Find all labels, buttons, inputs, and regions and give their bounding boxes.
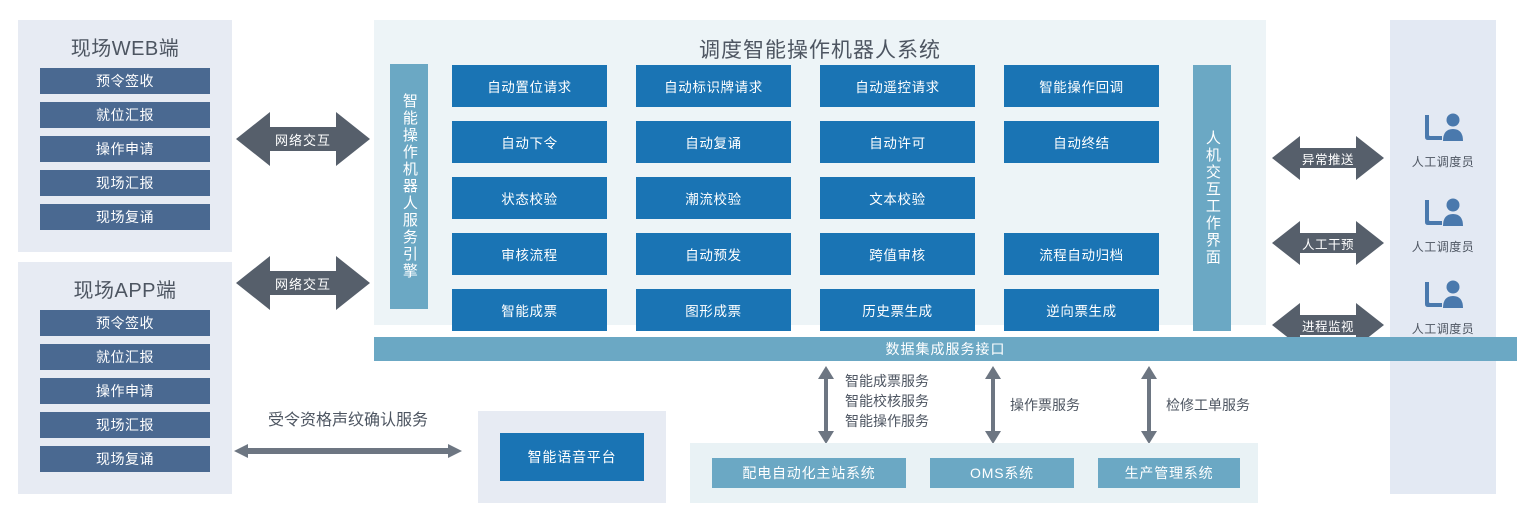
app-client-panel: 现场APP端 预令签收 就位汇报 操作申请 现场汇报 现场复诵 (18, 262, 232, 494)
network-arrow-web: 网络交互 (236, 108, 370, 170)
dispatcher-label-1: 人工调度员 (1411, 240, 1475, 254)
app-client-button-3[interactable]: 现场汇报 (40, 412, 210, 438)
app-client-title: 现场APP端 (73, 280, 177, 302)
voice-platform-panel: 智能语音平台 (478, 411, 666, 503)
web-client-button-0[interactable]: 预令签收 (40, 68, 210, 94)
feature-card-0-3[interactable]: 智能操作回调 (1004, 65, 1159, 107)
service-label-0: 智能成票服务 智能校核服务 智能操作服务 (845, 373, 929, 429)
web-client-button-1[interactable]: 就位汇报 (40, 102, 210, 128)
feature-card-4-3[interactable]: 逆向票生成 (1004, 289, 1159, 331)
web-client-title: 现场WEB端 (70, 38, 180, 60)
feature-card-4-1[interactable]: 图形成票 (636, 289, 791, 331)
feature-card-2-1[interactable]: 潮流校验 (636, 177, 791, 219)
human-machine-interface-bar: 人机交互工作界面 (1193, 65, 1231, 331)
dispatcher-item-2: 人工调度员 (1390, 279, 1496, 337)
data-integration-bar: 数据集成服务接口 (374, 337, 1517, 361)
feature-card-1-2[interactable]: 自动许可 (820, 121, 975, 163)
feature-card-1-1[interactable]: 自动复诵 (636, 121, 791, 163)
app-client-button-0[interactable]: 预令签收 (40, 310, 210, 336)
feature-card-4-0[interactable]: 智能成票 (452, 289, 607, 331)
app-client-button-1[interactable]: 就位汇报 (40, 344, 210, 370)
web-client-button-4[interactable]: 现场复诵 (40, 204, 210, 230)
feature-card-1-3[interactable]: 自动终结 (1004, 121, 1159, 163)
feature-card-3-1[interactable]: 自动预发 (636, 233, 791, 275)
service-arrow-2 (1138, 366, 1160, 444)
dispatcher-panel: 人工调度员 人工调度员 人工调度员 (1390, 20, 1496, 494)
robot-system-title: 调度智能操作机器人系统 (699, 39, 941, 62)
operator-icon (1419, 112, 1467, 151)
feature-card-0-0[interactable]: 自动置位请求 (452, 65, 607, 107)
dispatcher-item-0: 人工调度员 (1390, 112, 1496, 170)
voice-platform-box[interactable]: 智能语音平台 (500, 433, 644, 481)
dispatcher-label-0: 人工调度员 (1411, 155, 1475, 169)
interaction-arrow-exception: 异常推送 (1272, 133, 1384, 183)
service-arrow-1 (982, 366, 1004, 444)
web-client-button-3[interactable]: 现场汇报 (40, 170, 210, 196)
service-label-1: 操作票服务 (1010, 397, 1080, 413)
service-label-2: 检修工单服务 (1166, 397, 1250, 413)
service-arrow-0 (815, 366, 837, 444)
network-arrow-app: 网络交互 (236, 252, 370, 314)
external-system-1[interactable]: OMS系统 (930, 458, 1074, 488)
operator-icon (1419, 197, 1467, 236)
interaction-arrow-manual: 人工干预 (1272, 218, 1384, 268)
web-client-panel: 现场WEB端 预令签收 就位汇报 操作申请 现场汇报 现场复诵 (18, 20, 232, 252)
robot-system-panel: 调度智能操作机器人系统 智能操作机器人服务引擎 自动置位请求 自动标识牌请求 自… (374, 20, 1266, 331)
voiceprint-arrow (234, 440, 462, 462)
app-client-button-2[interactable]: 操作申请 (40, 378, 210, 404)
feature-card-3-0[interactable]: 审核流程 (452, 233, 607, 275)
external-system-2[interactable]: 生产管理系统 (1098, 458, 1240, 488)
feature-card-2-0[interactable]: 状态校验 (452, 177, 607, 219)
external-system-0[interactable]: 配电自动化主站系统 (712, 458, 906, 488)
robot-service-engine-bar: 智能操作机器人服务引擎 (390, 64, 428, 309)
feature-card-3-2[interactable]: 跨值审核 (820, 233, 975, 275)
external-systems-panel: 配电自动化主站系统 OMS系统 生产管理系统 (690, 443, 1258, 503)
feature-card-0-2[interactable]: 自动遥控请求 (820, 65, 975, 107)
feature-card-4-2[interactable]: 历史票生成 (820, 289, 975, 331)
feature-card-1-0[interactable]: 自动下令 (452, 121, 607, 163)
voiceprint-service-label: 受令资格声纹确认服务 (267, 412, 428, 429)
feature-card-2-2[interactable]: 文本校验 (820, 177, 975, 219)
operator-icon (1419, 279, 1467, 318)
dispatcher-label-2: 人工调度员 (1411, 322, 1475, 336)
dispatcher-item-1: 人工调度员 (1390, 197, 1496, 255)
feature-card-3-3[interactable]: 流程自动归档 (1004, 233, 1159, 275)
app-client-button-4[interactable]: 现场复诵 (40, 446, 210, 472)
web-client-button-2[interactable]: 操作申请 (40, 136, 210, 162)
feature-card-0-1[interactable]: 自动标识牌请求 (636, 65, 791, 107)
